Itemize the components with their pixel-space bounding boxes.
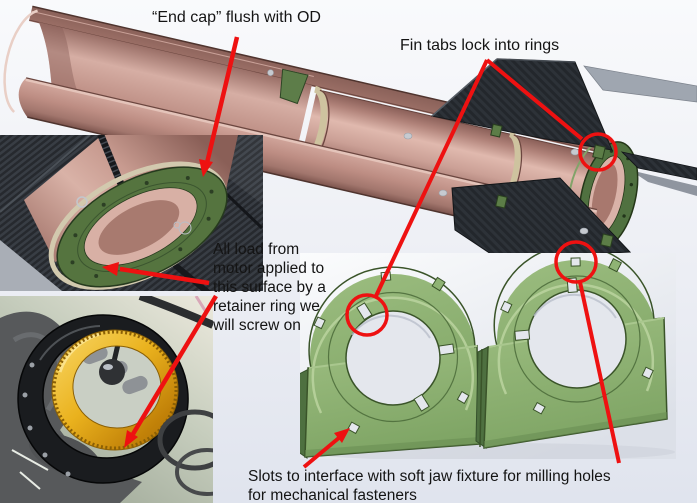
annotations [102, 36, 621, 469]
leader-fin-tab-left [374, 59, 489, 297]
svg-text:for mechanical fasteners: for mechanical fasteners [248, 487, 417, 503]
label-fin-tabs: Fin tabs lock into rings [400, 37, 559, 54]
label-end-cap: “End cap” flush with OD [152, 9, 321, 26]
retainer-ring-photo [0, 296, 213, 503]
cut-plane [0, 240, 62, 291]
circle-fin-tab-aft [578, 132, 618, 172]
centering-rings-render [300, 253, 676, 459]
far-fin-plate [583, 65, 697, 103]
circle-fin-tab-slot [345, 293, 389, 337]
svg-text:Slots to interface with soft j: Slots to interface with soft jaw fixture… [248, 468, 611, 485]
fin-tabs [490, 123, 614, 248]
leader-ring-notch [578, 281, 621, 464]
rocket-assembly-render [3, 5, 697, 259]
arrow-end-cap [199, 36, 240, 177]
fin-right-blade [620, 151, 697, 181]
svg-text:motor applied to: motor applied to [213, 260, 324, 277]
end-cap-bolt-holes [70, 176, 214, 278]
label-load-note: All load from motor applied to this surf… [212, 241, 326, 334]
arrow-slots [302, 428, 350, 469]
svg-text:All load from: All load from [213, 241, 299, 258]
centering-ring-right [475, 253, 668, 449]
end-cap-closeup-render [0, 135, 263, 291]
leader-fin-tab-right [485, 58, 584, 141]
arrow-retainer-ring [124, 294, 218, 448]
arrow-load-surface [102, 262, 210, 286]
end-cap-ring [48, 161, 228, 290]
circle-ring-notch [554, 240, 598, 284]
svg-text:will screw on: will screw on [212, 317, 301, 334]
gold-retainer-ring [51, 329, 179, 451]
shear-pins [403, 132, 589, 235]
svg-text:this surface by a: this surface by a [213, 279, 326, 296]
svg-text:retainer ring we: retainer ring we [213, 298, 320, 315]
label-slots-note: Slots to interface with soft jaw fixture… [248, 468, 611, 503]
far-fin-blade [630, 170, 697, 196]
